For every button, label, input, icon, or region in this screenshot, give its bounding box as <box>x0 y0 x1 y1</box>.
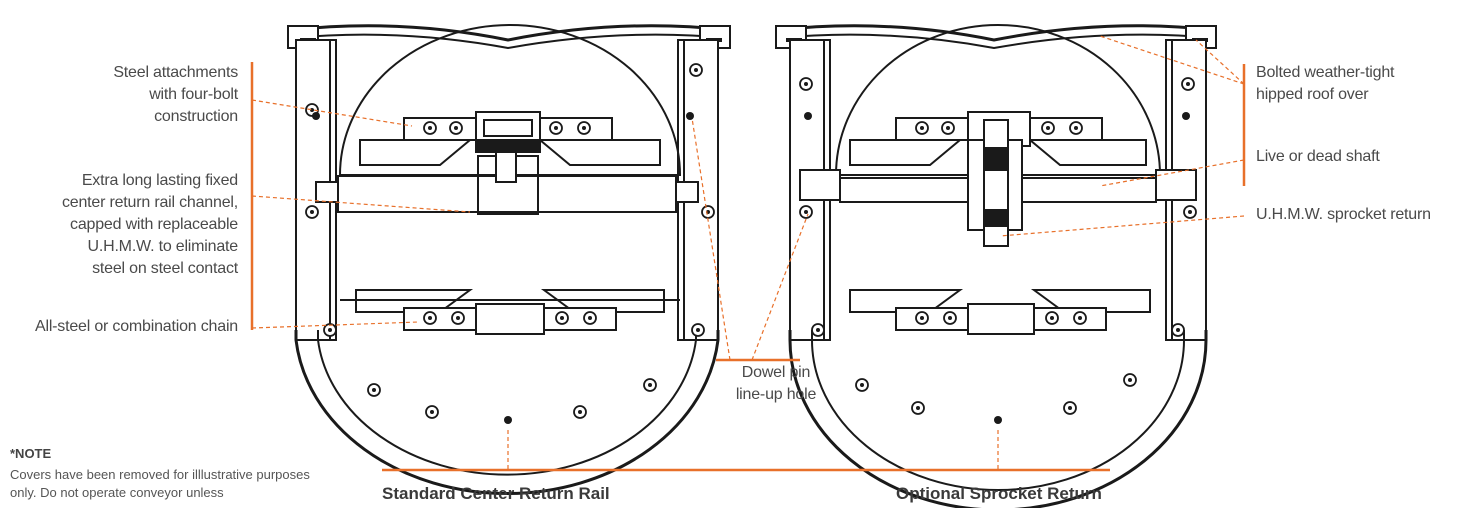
bolt-center <box>554 126 558 130</box>
bolt-center <box>1050 316 1054 320</box>
bolt-center <box>328 328 332 332</box>
bolt-center <box>804 82 808 86</box>
label-roof: Bolted weather-tight hipped roof over <box>1256 64 1395 103</box>
bolt-center <box>1074 126 1078 130</box>
bolt-center <box>1186 82 1190 86</box>
note-text: Covers have been removed for illlustrati… <box>10 467 310 500</box>
bolt-center <box>310 210 314 214</box>
bolt-center <box>578 410 582 414</box>
bolt-center <box>456 316 460 320</box>
bolt-holes <box>305 63 1197 424</box>
dowel-pin-hole <box>504 416 512 424</box>
bolt-center <box>1068 406 1072 410</box>
caption-optional: Optional Sprocket Return <box>896 484 1102 503</box>
dowel-pin-hole <box>994 416 1002 424</box>
bolt-center <box>948 316 952 320</box>
bolt-center <box>560 316 564 320</box>
label-fixed-center-return-rail: Extra long lasting fixed center return r… <box>61 172 238 277</box>
bolt-center <box>1176 328 1180 332</box>
dowel-pin-hole <box>686 112 694 120</box>
bolt-center <box>588 316 592 320</box>
label-steel-attachments: Steel attachments with four-bolt constru… <box>113 64 238 125</box>
bolt-center <box>1128 378 1132 382</box>
bolt-center <box>804 210 808 214</box>
bolt-center <box>454 126 458 130</box>
dowel-pin-hole <box>312 112 320 120</box>
caption-standard: Standard Center Return Rail <box>382 484 610 503</box>
label-chain: All-steel or combination chain <box>35 318 238 335</box>
bolt-center <box>860 383 864 387</box>
bolt-center <box>920 126 924 130</box>
bolt-center <box>428 126 432 130</box>
dowel-pin-hole <box>1182 112 1190 120</box>
bolt-center <box>428 316 432 320</box>
bolt-center <box>1046 126 1050 130</box>
bolt-center <box>696 328 700 332</box>
bolt-center <box>1188 210 1192 214</box>
bolt-center <box>582 126 586 130</box>
bolt-center <box>946 126 950 130</box>
bolt-center <box>430 410 434 414</box>
optional-sprocket-return-unit <box>775 24 1217 508</box>
bolt-center <box>816 328 820 332</box>
bolt-center <box>648 383 652 387</box>
label-shaft: Live or dead shaft <box>1256 148 1380 165</box>
standard-center-return-rail-unit <box>287 24 731 496</box>
label-dowel-pin: Dowel pin line-up hole <box>735 364 817 403</box>
bolt-center <box>920 316 924 320</box>
bolt-center <box>694 68 698 72</box>
dowel-pin-hole <box>804 112 812 120</box>
callout-leaders <box>250 35 1246 472</box>
bolt-center <box>916 406 920 410</box>
bolt-center <box>1078 316 1082 320</box>
note-heading: *NOTE <box>10 446 52 461</box>
bolt-center <box>372 388 376 392</box>
label-sprocket-return: U.H.M.W. sprocket return <box>1256 206 1431 223</box>
